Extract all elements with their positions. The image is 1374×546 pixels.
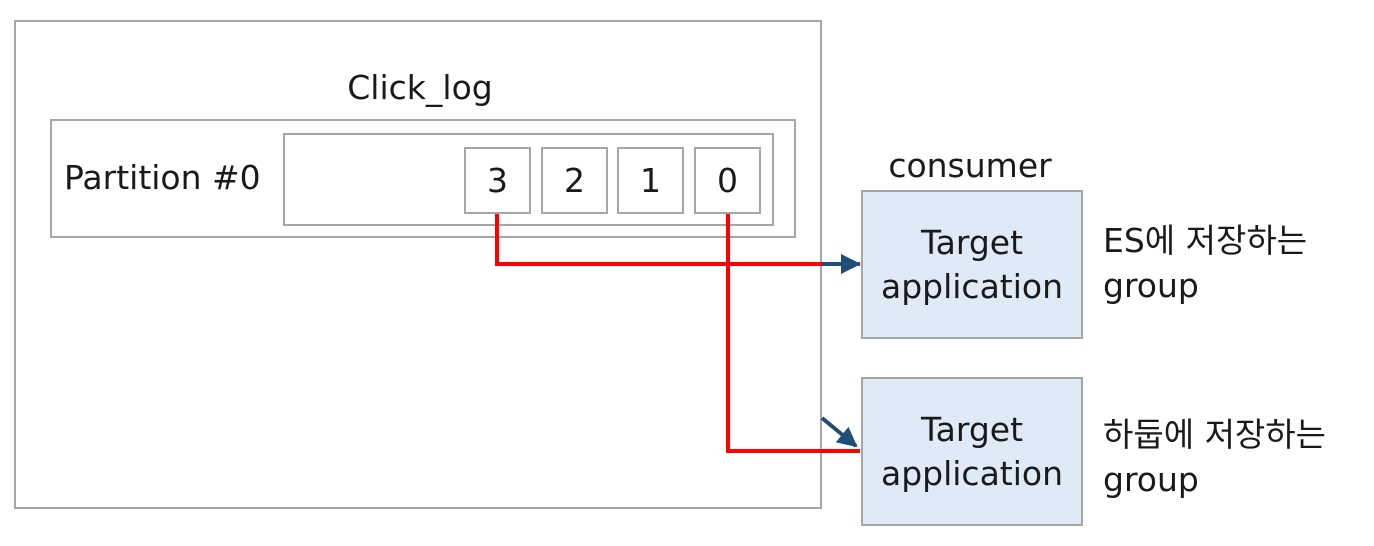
group-1-line2: group: [1103, 266, 1199, 305]
target-application-box-1: Target application: [861, 190, 1083, 339]
group-label-2: 하둡에 저장하는 group: [1103, 412, 1371, 502]
group-label-1: ES에 저장하는 group: [1103, 218, 1371, 308]
partition-label: Partition #0: [64, 158, 261, 197]
group-2-line2: group: [1103, 460, 1199, 499]
arrow-to-app-2: [820, 416, 858, 448]
topic-title: Click_log: [347, 68, 493, 107]
target-application-box-2: Target application: [861, 377, 1083, 526]
app-2-line1: Target: [920, 409, 1024, 449]
app-1-line2: application: [880, 266, 1064, 306]
offset-box-2: 2: [541, 147, 608, 214]
group-2-line1: 하둡에 저장하는: [1103, 415, 1327, 454]
partition-box: [50, 119, 796, 238]
app-2-line2: application: [880, 453, 1064, 493]
group-1-line1: ES에 저장하는: [1103, 221, 1308, 260]
offset-box-0: 0: [694, 147, 761, 214]
app-1-line1: Target: [920, 222, 1024, 262]
consumer-label: consumer: [888, 146, 1052, 185]
offset-box-3: 3: [464, 147, 531, 214]
offset-box-1: 1: [617, 147, 684, 214]
